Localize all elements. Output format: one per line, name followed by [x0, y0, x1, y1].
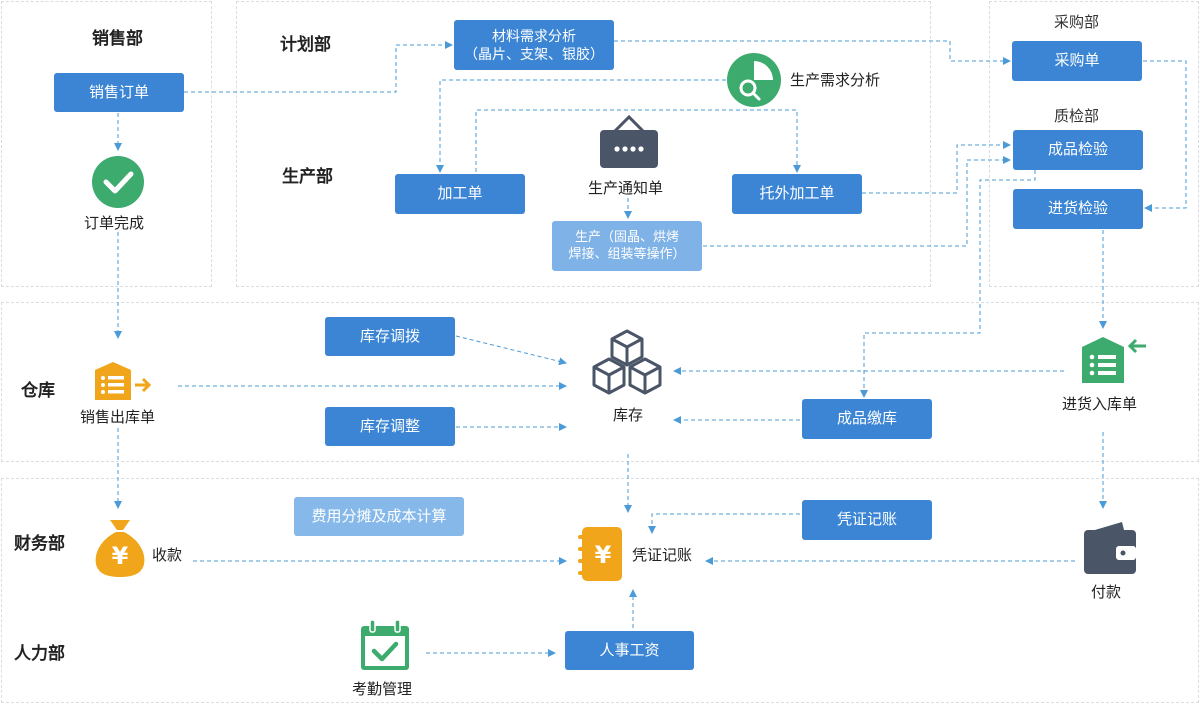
inbound-list-icon — [1080, 335, 1150, 385]
dept-warehouse: 仓库 — [21, 381, 55, 400]
dept-planning: 计划部 — [280, 35, 331, 54]
check-circle-icon — [91, 155, 145, 209]
pie-search-icon — [726, 52, 782, 108]
payment-received-label: 收款 — [152, 547, 183, 564]
signboard-icon — [598, 114, 660, 170]
inventory-label: 库存 — [613, 407, 644, 424]
dept-production: 生产部 — [282, 167, 333, 186]
dept-finance: 财务部 — [14, 534, 65, 553]
outsourced-processing-box[interactable]: 托外加工单 — [732, 174, 862, 214]
purchase-order-box[interactable]: 采购单 — [1012, 41, 1142, 81]
material-demand-box[interactable]: 材料需求分析 （晶片、支架、银胶） — [454, 20, 614, 70]
outbound-list-icon — [93, 360, 153, 402]
incoming-inspection-box[interactable]: 进货检验 — [1013, 189, 1143, 229]
hr-salary-box[interactable]: 人事工资 — [565, 631, 694, 670]
production-demand-label: 生产需求分析 — [790, 72, 881, 89]
voucher-box[interactable]: 凭证记账 — [802, 500, 932, 540]
attendance-label: 考勤管理 — [352, 681, 413, 698]
svg-text:¥: ¥ — [112, 542, 129, 570]
svg-text:¥: ¥ — [595, 541, 612, 569]
calendar-check-icon — [359, 618, 411, 672]
ledger-icon: ¥ — [576, 525, 626, 583]
production-notice-label: 生产通知单 — [588, 180, 664, 197]
sales-panel — [1, 1, 212, 287]
purchase-inbound-label: 进货入库单 — [1062, 396, 1138, 413]
cost-allocation-box[interactable]: 费用分摊及成本计算 — [294, 497, 464, 536]
order-complete-label: 订单完成 — [84, 215, 145, 232]
voucher-label: 凭证记账 — [632, 547, 693, 564]
dept-sales: 销售部 — [92, 29, 143, 48]
sales-order-box[interactable]: 销售订单 — [54, 73, 184, 112]
sales-outbound-label: 销售出库单 — [80, 409, 156, 426]
dept-hr: 人力部 — [14, 644, 65, 663]
money-bag-icon: ¥ — [92, 516, 148, 578]
boxes-icon — [590, 327, 664, 399]
dept-quality: 质检部 — [1054, 108, 1100, 125]
payment-label: 付款 — [1091, 584, 1122, 601]
wallet-icon — [1082, 520, 1138, 576]
dept-purchasing: 采购部 — [1054, 14, 1100, 31]
finished-storage-box[interactable]: 成品缴库 — [802, 399, 932, 439]
production-operation-box[interactable]: 生产（固晶、烘烤 焊接、组装等操作） — [552, 221, 702, 271]
finished-inspection-box[interactable]: 成品检验 — [1013, 130, 1143, 170]
processing-order-box[interactable]: 加工单 — [395, 174, 525, 214]
stock-adjust-box[interactable]: 库存调整 — [325, 407, 455, 446]
stock-transfer-box[interactable]: 库存调拨 — [325, 317, 455, 356]
